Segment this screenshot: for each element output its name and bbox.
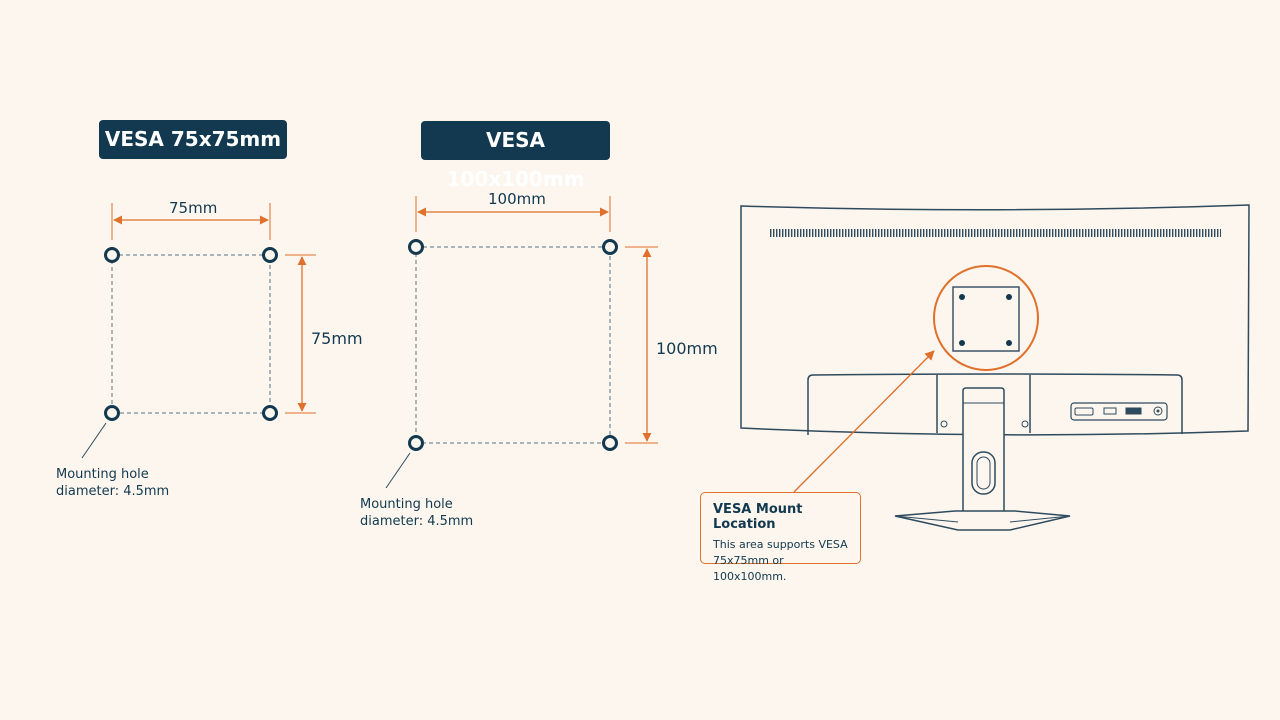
vesa75-hole-top-right (262, 247, 278, 263)
vesa75-hole-note-line2: diameter: 4.5mm (56, 484, 170, 499)
vesa75-height-label: 75mm (311, 329, 363, 348)
vesa100-hole-bottom-right (602, 435, 618, 451)
vesa75-title-badge: VESA 75x75mm (99, 120, 287, 159)
mount-hole-bl (959, 340, 965, 346)
port-displayport (1125, 407, 1142, 415)
vesa75-hole-note-line1: Mounting hole (56, 467, 149, 482)
vesa-mount-highlight (793, 265, 1039, 493)
vesa75-hole-leader (81, 422, 107, 459)
vesa75-hole-note: Mounting hole diameter: 4.5mm (56, 466, 169, 500)
vesa75-hole-bottom-right (262, 405, 278, 421)
stand-mount-plate (936, 375, 1031, 433)
callout-body: This area supports VESA 75x75mm or 100x1… (713, 538, 848, 583)
plate-screw-right (1021, 420, 1029, 428)
cable-hole-inner (976, 456, 991, 490)
port-audio-center (1156, 409, 1160, 413)
vesa75-diagram (81, 203, 316, 459)
vesa100-hole-top-left (408, 239, 424, 255)
vesa75-pattern-outline (111, 254, 271, 414)
mount-hole-tr (1006, 294, 1012, 300)
vesa75-hole-top-left (104, 247, 120, 263)
mount-hole-tl (959, 294, 965, 300)
callout-title: VESA Mount Location (713, 502, 803, 532)
vesa100-diagram (385, 196, 658, 489)
stand-base-edge (894, 515, 959, 523)
vesa100-hole-note-line2: diameter: 4.5mm (360, 514, 474, 529)
vesa100-hole-leader (385, 452, 411, 489)
vesa100-width-label: 100mm (488, 190, 546, 208)
stand-neck (962, 387, 1005, 521)
mount-location-circle (933, 265, 1039, 371)
vesa100-hole-bottom-left (408, 435, 424, 451)
vesa100-hole-note-line1: Mounting hole (360, 497, 453, 512)
stand-base (894, 510, 1071, 531)
port-audio (1153, 406, 1163, 416)
port-hdmi (1074, 407, 1094, 416)
stand-base-edge-right (1009, 515, 1071, 523)
vesa100-title-badge: VESA 100x100mm (421, 121, 610, 191)
port-panel (1070, 402, 1168, 421)
port-usb-a (1103, 407, 1117, 415)
vesa100-hole-top-right (602, 239, 618, 255)
vesa-mount-callout: VESA Mount Location This area supports V… (700, 492, 861, 583)
mount-hole-br (1006, 340, 1012, 346)
plate-screw-left (940, 420, 948, 428)
vesa100-pattern-outline (415, 246, 611, 444)
lower-housing (807, 373, 1183, 435)
cable-hole-outer (971, 451, 996, 495)
vesa100-height-label: 100mm (656, 339, 718, 358)
callout-arrow (793, 350, 935, 493)
vesa75-hole-bottom-left (104, 405, 120, 421)
vesa100-hole-note: Mounting hole diameter: 4.5mm (360, 496, 473, 530)
mount-plate (952, 286, 1020, 352)
vesa75-width-label: 75mm (169, 199, 218, 217)
